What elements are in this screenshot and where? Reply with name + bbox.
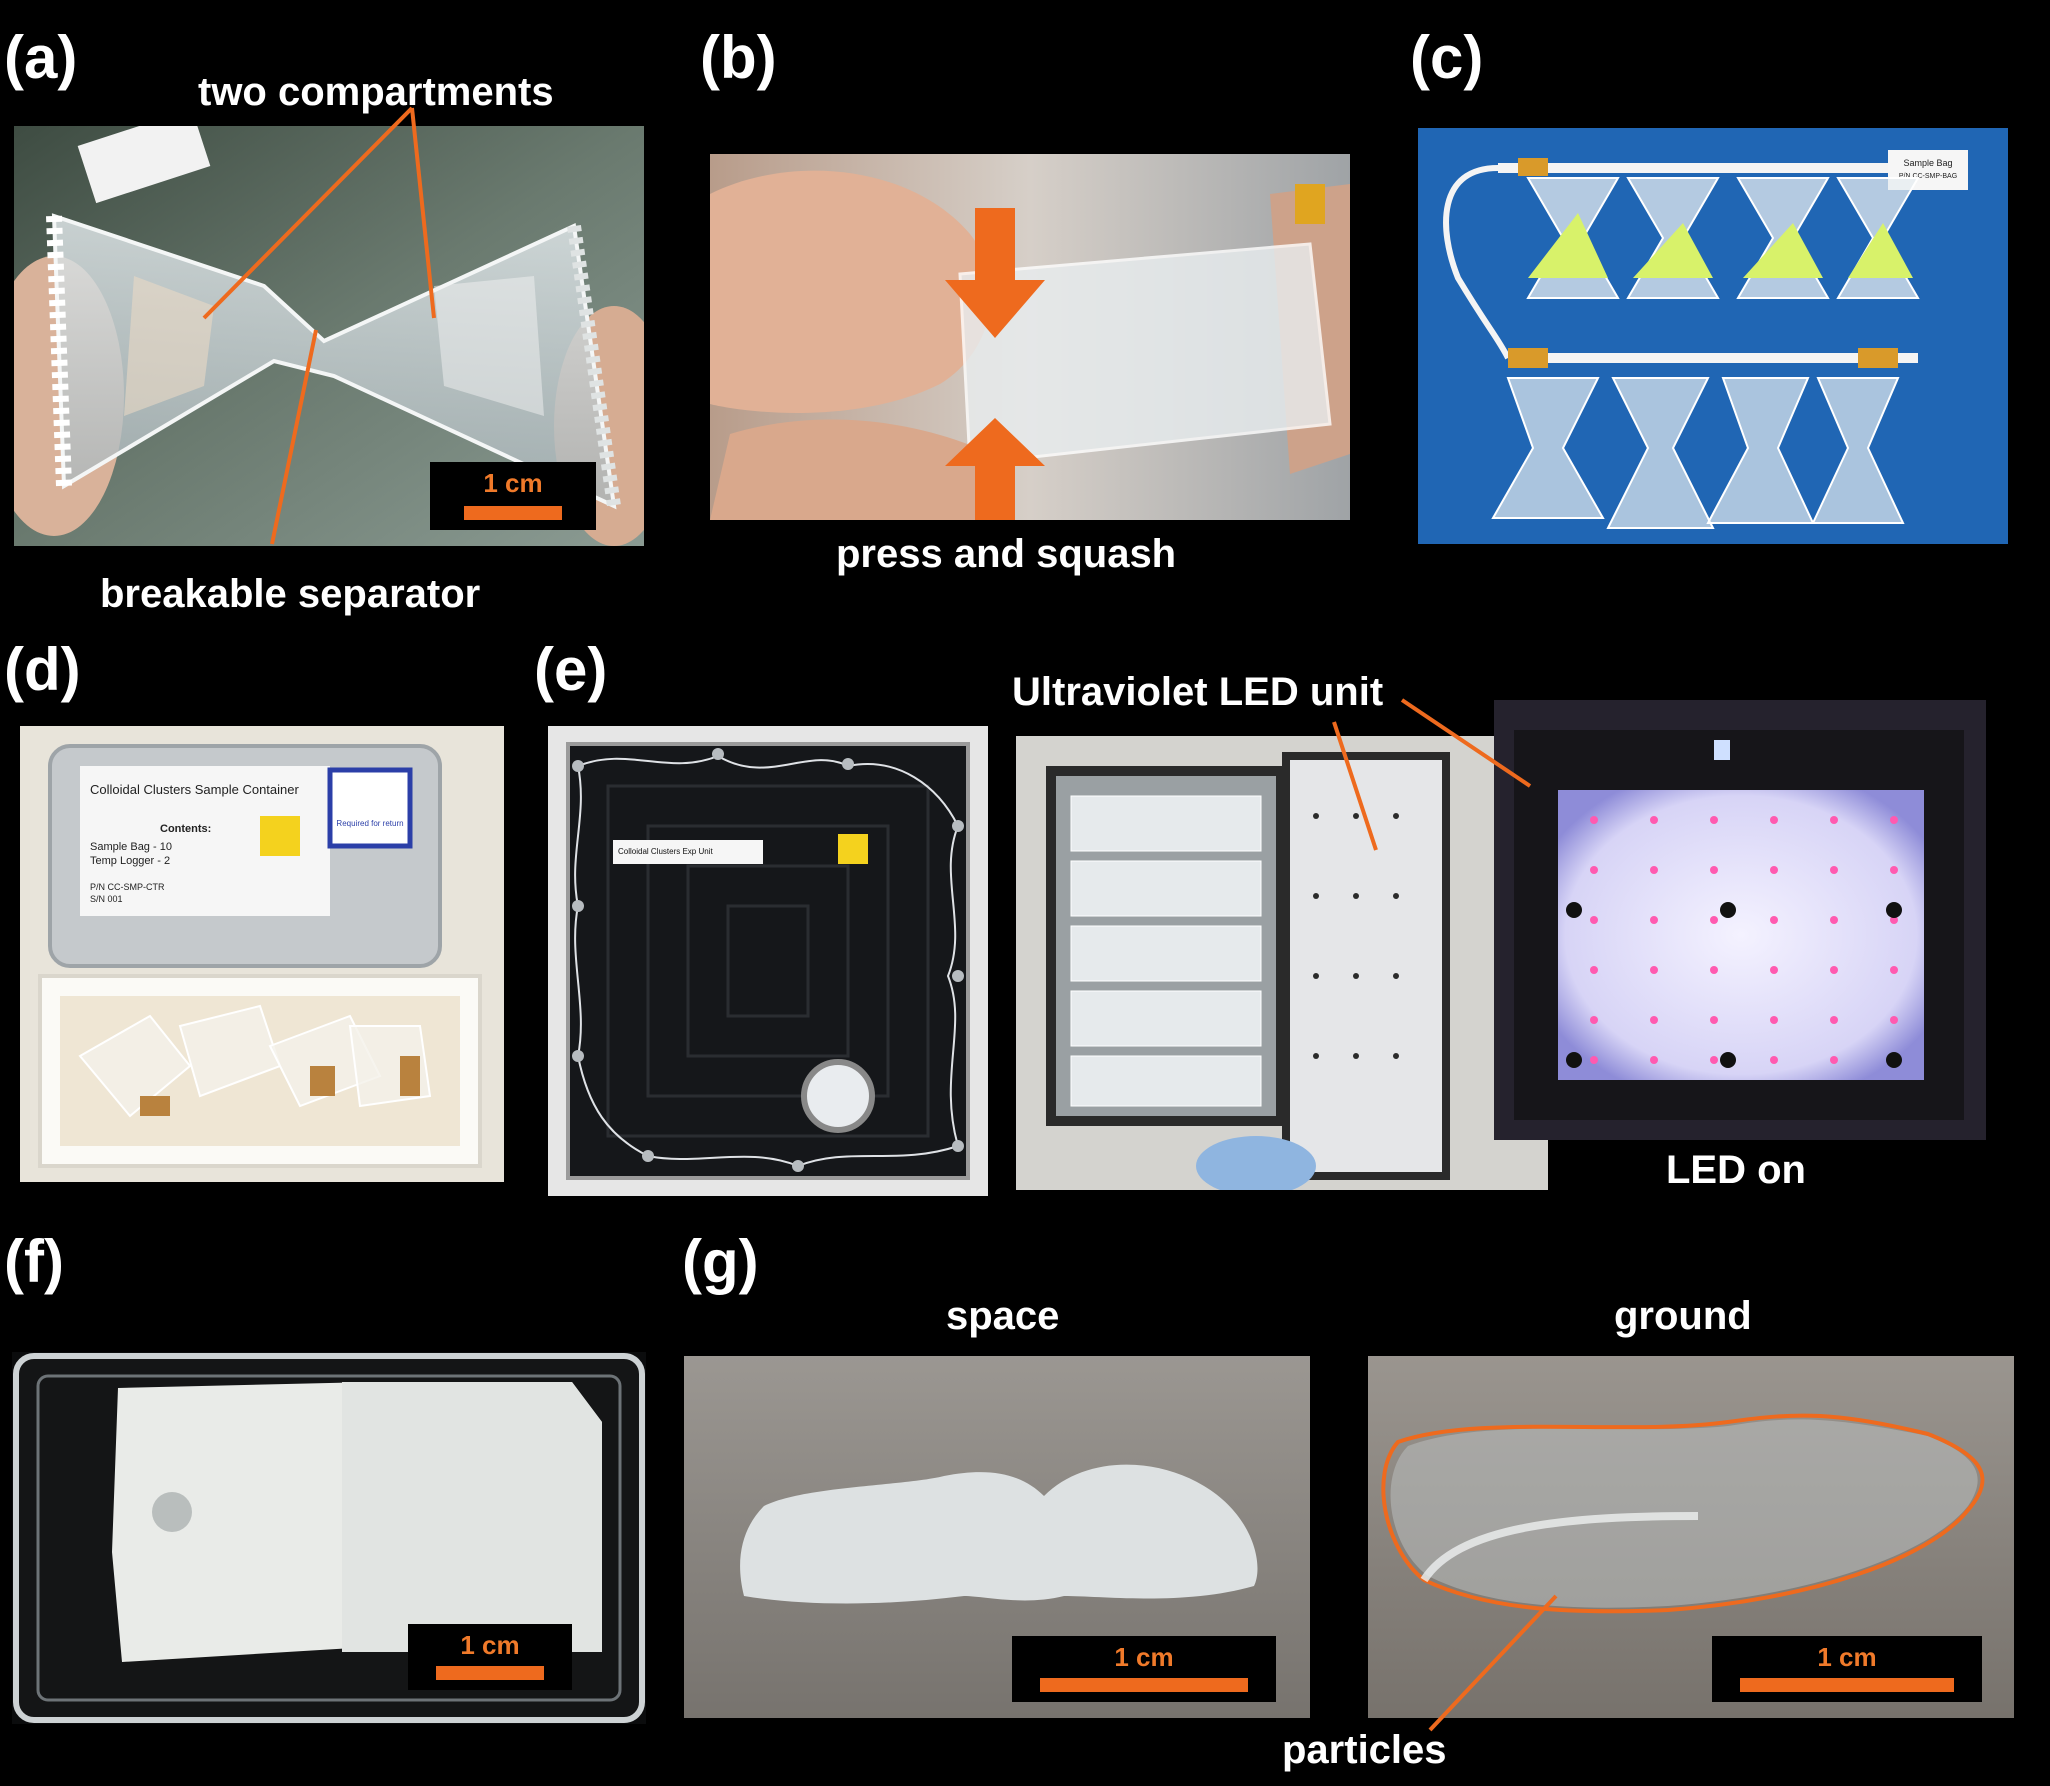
panel-label-e: (e) xyxy=(534,636,608,703)
scale-bar-f-bar xyxy=(436,1666,544,1680)
photo-space-sample xyxy=(684,1356,1310,1718)
scale-bar-space-bar xyxy=(1040,1678,1248,1692)
caption-two-compartments: two compartments xyxy=(198,70,554,114)
container-contents-heading: Contents: xyxy=(160,823,211,835)
photo-led-unit-open xyxy=(1016,736,1548,1190)
bag-tag-line2: P/N CC-SMP-BAG xyxy=(1899,173,1957,180)
photo-led-on xyxy=(1494,700,1986,1140)
caption-breakable-separator: breakable separator xyxy=(100,572,481,616)
caption-press-and-squash: press and squash xyxy=(836,532,1177,576)
scale-bar-ground-label: 1 cm xyxy=(1817,1642,1877,1672)
container-notice: Required for return xyxy=(336,819,403,828)
container-pn: P/N CC-SMP-CTR xyxy=(90,882,165,892)
caption-ultraviolet-led-unit: Ultraviolet LED unit xyxy=(1012,670,1384,714)
photo-press-and-squash xyxy=(710,154,1350,520)
scale-bar-a: 1 cm xyxy=(430,462,596,530)
caption-space: space xyxy=(946,1294,1060,1338)
panel-label-c: (c) xyxy=(1410,24,1484,91)
panel-label-a: (a) xyxy=(4,24,78,91)
scale-bar-f-label: 1 cm xyxy=(460,1630,520,1660)
caption-led-on: LED on xyxy=(1666,1148,1806,1192)
panel-label-g: (g) xyxy=(682,1228,759,1295)
container-sn: S/N 001 xyxy=(90,894,123,904)
panel-label-f: (f) xyxy=(4,1228,64,1295)
panel-label-d: (d) xyxy=(4,636,81,703)
scale-bar-a-bar xyxy=(464,506,562,520)
bag-tag-line1: Sample Bag xyxy=(1903,158,1952,168)
panel-label-b: (b) xyxy=(700,24,777,91)
exp-unit-label: Colloidal Clusters Exp Unit xyxy=(618,847,713,856)
scale-bar-space: 1 cm xyxy=(1012,1636,1276,1702)
scale-bar-f: 1 cm xyxy=(408,1624,572,1690)
container-contents-line1: Sample Bag - 10 xyxy=(90,841,172,853)
scale-bar-ground-bar xyxy=(1740,1678,1954,1692)
scale-bar-space-label: 1 cm xyxy=(1114,1642,1174,1672)
container-contents-line2: Temp Logger - 2 xyxy=(90,855,170,867)
container-title: Colloidal Clusters Sample Container xyxy=(90,782,299,797)
photo-experiment-unit: Colloidal Clusters Exp Unit xyxy=(548,726,988,1196)
scale-bar-ground: 1 cm xyxy=(1712,1636,1982,1702)
photo-sample-container: Colloidal Clusters Sample Container Cont… xyxy=(20,726,504,1182)
scale-bar-a-label: 1 cm xyxy=(483,468,543,498)
photo-sample-bag-strings: Sample Bag P/N CC-SMP-BAG xyxy=(1418,128,2008,544)
caption-ground: ground xyxy=(1614,1294,1752,1338)
caption-particles: particles xyxy=(1282,1728,1447,1772)
